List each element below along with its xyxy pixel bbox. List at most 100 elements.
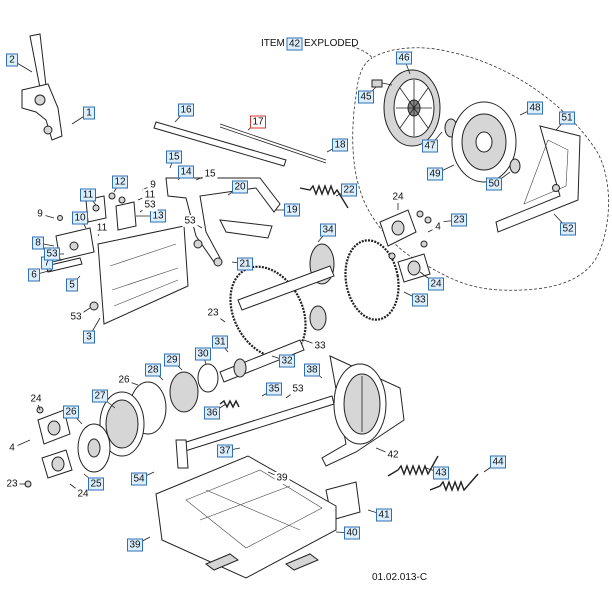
callout-bg-c11b bbox=[142, 189, 158, 201]
bracket-51 bbox=[495, 125, 581, 233]
callout-bg-c24c bbox=[28, 393, 44, 405]
callout-label-c17: 17 bbox=[252, 117, 264, 128]
callout-c31: 31 bbox=[212, 335, 228, 349]
callout-label-c16: 16 bbox=[180, 105, 192, 116]
callout-box-c1 bbox=[83, 106, 95, 120]
callout-label-c24b: 24 bbox=[430, 279, 442, 290]
callout-label-c50: 50 bbox=[488, 179, 500, 190]
callout-label-c26a: 26 bbox=[65, 407, 77, 418]
callout-box-c24b bbox=[428, 277, 444, 291]
callout-box-c40 bbox=[344, 526, 360, 540]
callout-box-c18 bbox=[332, 138, 348, 152]
exploded-title-item: 42 bbox=[289, 39, 301, 50]
lever-rod-2 bbox=[29, 33, 47, 89]
callout-c44: 44 bbox=[490, 455, 506, 469]
lever-bracket-1 bbox=[21, 83, 63, 141]
callout-box-c36 bbox=[204, 406, 220, 420]
callout-label-c29: 29 bbox=[166, 355, 178, 366]
callout-c26a: 26 bbox=[63, 405, 79, 419]
callout-bg-c42 bbox=[385, 449, 401, 461]
callout-c53a: 53 bbox=[142, 199, 158, 211]
callout-box-c54 bbox=[131, 472, 147, 486]
callout-c14: 14 bbox=[178, 165, 194, 179]
callout-c49: 49 bbox=[427, 167, 443, 181]
callout-c29: 29 bbox=[164, 353, 180, 367]
callout-bg-c24a bbox=[390, 191, 406, 203]
callout-box-c47 bbox=[422, 139, 438, 153]
callout-bg-c9b bbox=[147, 179, 159, 191]
side-plate-3 bbox=[89, 225, 189, 325]
callout-box-c34 bbox=[320, 223, 336, 237]
exploded-title-prefix: ITEM bbox=[261, 38, 285, 49]
callout-box-c12 bbox=[112, 175, 128, 189]
callout-box-c15 bbox=[166, 150, 182, 164]
callout-c9b: 9 bbox=[147, 179, 159, 191]
callout-c24c: 24 bbox=[28, 393, 44, 405]
callout-label-c40: 40 bbox=[346, 528, 358, 539]
callout-label-c21: 21 bbox=[239, 259, 251, 270]
callout-c9a: 9 bbox=[34, 208, 46, 220]
callout-label-c24a: 24 bbox=[392, 192, 404, 203]
bolt-45 bbox=[371, 79, 393, 88]
spring-36 bbox=[219, 399, 240, 409]
callout-label-c2: 2 bbox=[9, 55, 15, 66]
callout-c33a: 33 bbox=[412, 293, 428, 307]
rod-17 bbox=[219, 123, 327, 161]
callout-c28: 28 bbox=[145, 363, 161, 377]
callout-label-c39a: 39 bbox=[129, 540, 141, 551]
callout-bg-c39b bbox=[274, 472, 290, 484]
bearing-plates-upper bbox=[379, 209, 432, 283]
callout-label-c42: 42 bbox=[387, 450, 399, 461]
callout-label-c20: 20 bbox=[234, 182, 246, 193]
callout-bg-c4a bbox=[432, 221, 444, 233]
callout-box-c38 bbox=[304, 363, 320, 377]
callout-label-c46: 46 bbox=[398, 53, 410, 64]
callout-label-c11c: 11 bbox=[97, 223, 108, 234]
callout-bg-c33b bbox=[312, 340, 328, 352]
callout-c39b: 39 bbox=[274, 472, 290, 484]
callout-box-c27 bbox=[92, 389, 108, 403]
callout-c15: 15 bbox=[166, 150, 182, 164]
callout-box-c10 bbox=[72, 211, 88, 225]
callout-c52: 52 bbox=[560, 222, 576, 236]
exploded-title-box bbox=[286, 37, 303, 51]
callout-c22: 22 bbox=[341, 183, 357, 197]
callout-bg-c23b bbox=[205, 307, 221, 319]
callout-box-c14 bbox=[178, 165, 194, 179]
callout-label-c7: 7 bbox=[44, 258, 50, 269]
callout-box-c22 bbox=[341, 183, 357, 197]
callout-label-c52: 52 bbox=[562, 224, 574, 235]
bearing-plates-lower bbox=[24, 406, 73, 488]
callout-c20: 20 bbox=[232, 180, 248, 194]
callout-c50: 50 bbox=[486, 177, 502, 191]
callout-label-c19: 19 bbox=[286, 205, 298, 216]
callout-c53d: 53 bbox=[68, 311, 84, 323]
callout-c35: 35 bbox=[266, 382, 282, 396]
callout-label-c33b: 33 bbox=[314, 341, 326, 352]
bottom-cover-40 bbox=[155, 455, 337, 579]
callout-box-c41 bbox=[376, 508, 392, 522]
callout-bg-c15b bbox=[202, 168, 218, 180]
callout-box-c17 bbox=[250, 115, 266, 129]
callout-c6: 6 bbox=[28, 268, 40, 282]
callout-label-c53a: 53 bbox=[144, 200, 156, 211]
callout-c53c: 53 bbox=[182, 215, 198, 227]
callout-label-c11b: 11 bbox=[145, 190, 156, 201]
nut-52 bbox=[552, 184, 560, 192]
callout-box-c45 bbox=[358, 90, 374, 104]
drive-assembly bbox=[77, 339, 335, 473]
hub-29 bbox=[197, 363, 219, 393]
callout-bg-c4b bbox=[6, 442, 18, 454]
callout-label-c10: 10 bbox=[74, 213, 86, 224]
shaft-16 bbox=[153, 121, 287, 167]
callout-box-c53b bbox=[44, 247, 60, 261]
shift-lever-assembly bbox=[165, 177, 281, 267]
callout-c39a: 39 bbox=[127, 538, 143, 552]
callout-label-c31: 31 bbox=[214, 337, 226, 348]
callout-c45: 45 bbox=[358, 90, 374, 104]
callout-box-c43 bbox=[433, 466, 449, 480]
callout-c13: 13 bbox=[150, 209, 166, 223]
callout-box-c52 bbox=[560, 222, 576, 236]
callout-c24d: 24 bbox=[75, 488, 91, 500]
callout-label-c48: 48 bbox=[529, 103, 541, 114]
